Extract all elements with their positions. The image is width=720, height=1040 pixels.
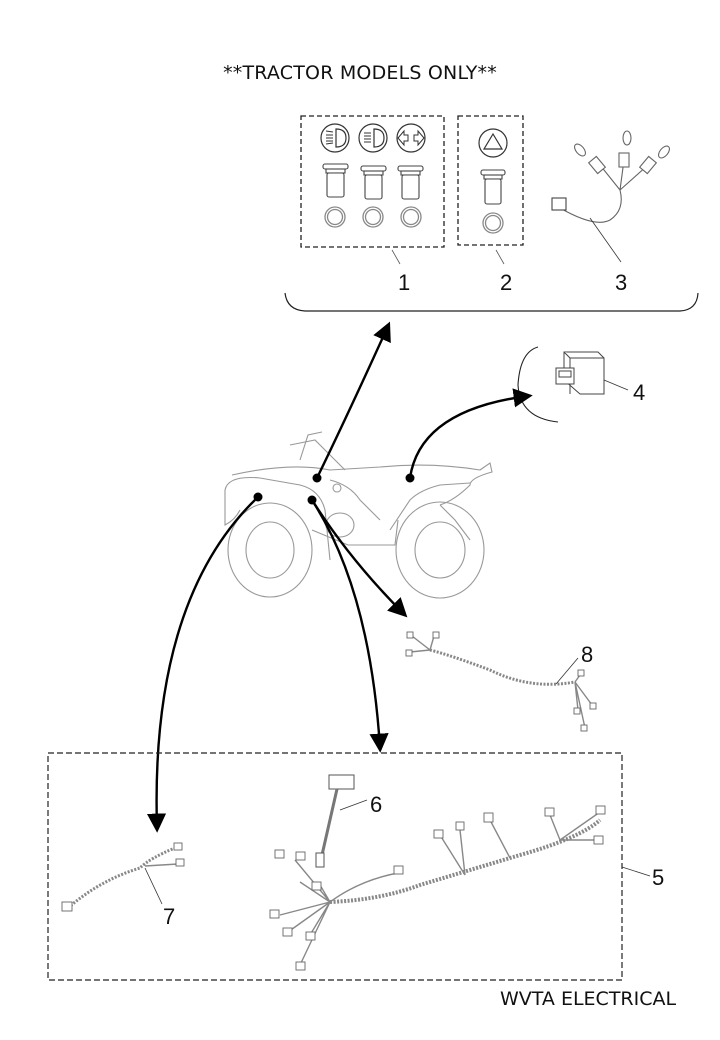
callout-7: 7 — [163, 904, 176, 929]
headlight-high-beam-icon — [320, 123, 350, 153]
turn-indicator-icon — [396, 123, 426, 153]
bulb-harness-3[interactable] — [551, 130, 672, 263]
group-2-hazard-switch[interactable] — [457, 115, 524, 246]
arrow-to-harness-5 — [310, 499, 389, 753]
callout-5: 5 — [652, 865, 665, 890]
arrow-to-harness-7 — [146, 496, 259, 833]
diagram-footer-label: WVTA ELECTRICAL — [500, 988, 677, 1010]
relay-4[interactable] — [517, 346, 629, 423]
group-5-harness-kit-box[interactable] — [47, 752, 623, 981]
front-wheel — [227, 502, 313, 598]
arrow-to-group-1-3 — [315, 321, 391, 479]
main-harness-5[interactable] — [269, 805, 606, 971]
leader-line-2 — [495, 249, 505, 265]
hazard-triangle-icon — [478, 128, 508, 158]
attach-points — [253, 473, 415, 505]
callout-2: 2 — [500, 270, 513, 295]
leader-line-1 — [391, 249, 401, 265]
rear-harness-8[interactable] — [405, 631, 597, 732]
group-1-switch-set[interactable] — [300, 115, 445, 248]
front-harness-7[interactable] — [61, 842, 185, 912]
tractor-group-brace — [284, 292, 699, 312]
callout-6: 6 — [370, 792, 383, 817]
diagram-title: **TRACTOR MODELS ONLY** — [223, 62, 497, 84]
retaining-rings — [324, 206, 422, 228]
callout-3: 3 — [615, 270, 628, 295]
rear-wheel — [395, 501, 485, 599]
callout-8: 8 — [581, 642, 594, 667]
callout-1: 1 — [398, 270, 411, 295]
arrow-to-relay-4 — [408, 388, 533, 479]
pointer-arrows — [146, 321, 533, 833]
connector-lead-6[interactable] — [315, 774, 368, 868]
hazard-retaining-ring — [482, 212, 504, 234]
callout-4: 4 — [633, 380, 646, 405]
leader-line-5 — [621, 866, 651, 877]
switch-bodies — [322, 163, 424, 200]
headlight-low-beam-icon — [358, 123, 388, 153]
hazard-switch-body — [480, 169, 506, 205]
atv-vehicle-outline — [224, 431, 493, 599]
